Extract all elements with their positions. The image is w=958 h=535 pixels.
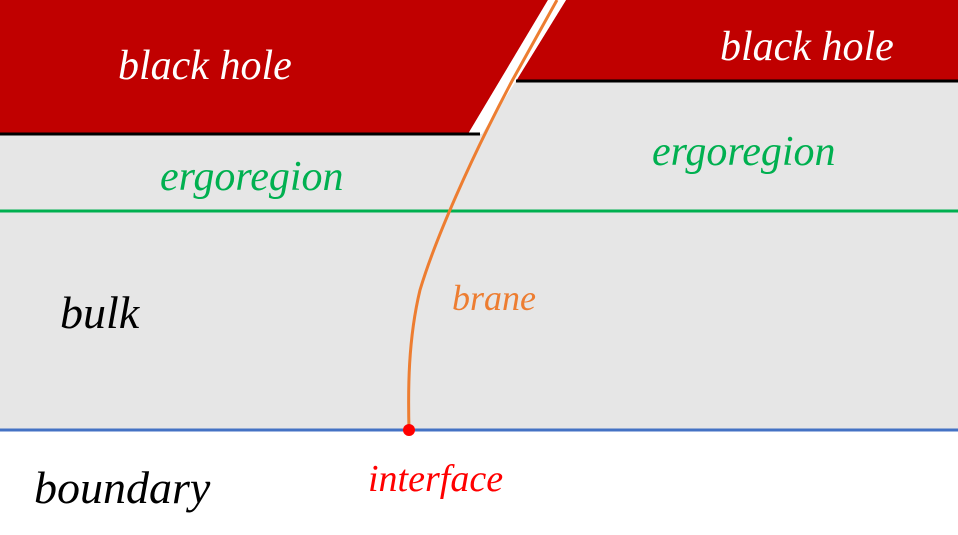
interface-point xyxy=(403,424,415,436)
bulk-label: bulk xyxy=(60,287,141,338)
brane-gap-strip xyxy=(468,0,566,134)
black-hole-right-label: black hole xyxy=(720,24,894,70)
black-hole-right-region xyxy=(516,0,958,81)
ergoregion-left-label: ergoregion xyxy=(160,154,344,200)
boundary-label: boundary xyxy=(34,462,211,513)
ergoregion-right-label: ergoregion xyxy=(652,129,836,175)
black-hole-left-label: black hole xyxy=(118,43,292,89)
brane-curve xyxy=(407,0,559,431)
brane-label: brane xyxy=(452,278,536,318)
black-hole-left-region xyxy=(0,0,548,134)
interface-label: interface xyxy=(368,458,503,500)
